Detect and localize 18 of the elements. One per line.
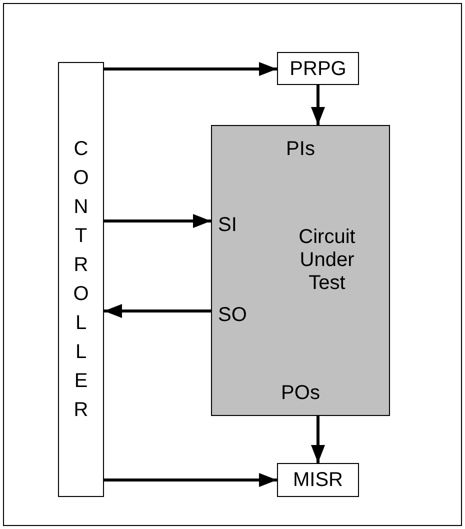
circuit-title: Circuit Under Test: [298, 226, 356, 295]
block-label: MISR: [293, 468, 343, 493]
controller-label: CONTROLLER: [72, 136, 90, 422]
port-label: POs: [280, 381, 321, 406]
port-label: SO: [218, 303, 247, 328]
port-label: SI: [218, 213, 237, 238]
port-label: PIs: [285, 137, 316, 162]
block-box: [277, 52, 359, 85]
arrow: [104, 473, 277, 487]
block-label: PRPG: [290, 56, 346, 82]
arrow: [104, 304, 211, 318]
controller-box: [58, 62, 104, 497]
block-box: [277, 463, 359, 497]
arrow: [311, 416, 325, 463]
arrow: [104, 62, 277, 76]
circuit-box: [211, 125, 390, 416]
arrow: [104, 214, 211, 228]
arrow: [311, 85, 325, 125]
